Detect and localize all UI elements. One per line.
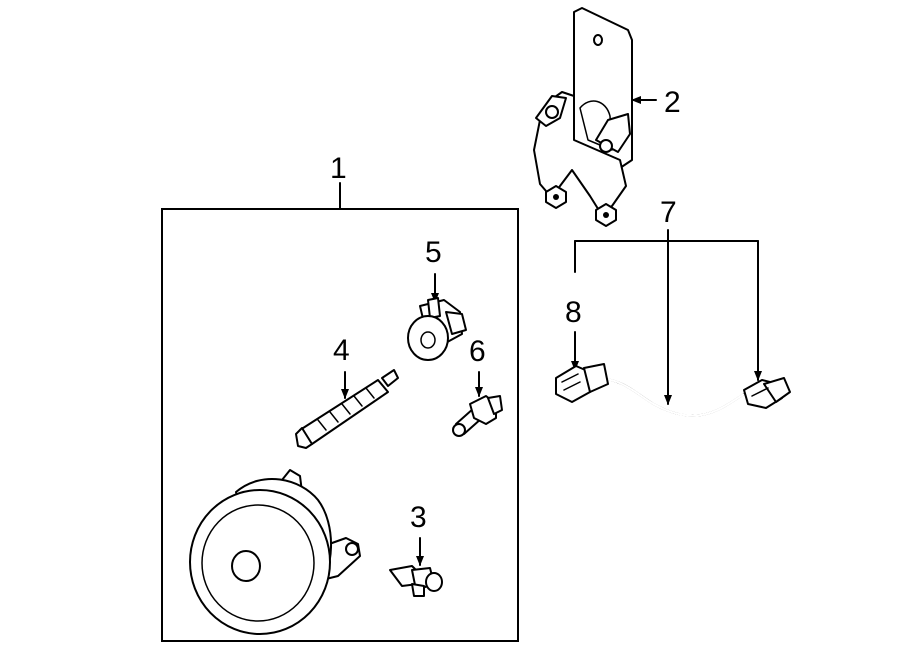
connector-right	[743, 377, 791, 409]
callout-5-label: 5	[425, 236, 442, 269]
push-clip: 3	[389, 501, 443, 597]
bulb: 6	[452, 335, 503, 437]
callout-6-label: 6	[469, 335, 486, 368]
bulb-socket: 5	[407, 236, 467, 361]
callout-3-label: 3	[410, 501, 427, 534]
fog-lamp-housing	[189, 469, 361, 635]
callout-4-label: 4	[333, 334, 350, 367]
mounting-bracket: 2	[533, 7, 681, 227]
fog-lamp-assembly-group: 1	[161, 152, 519, 642]
connector-left	[555, 363, 609, 403]
callout-2-label: 2	[664, 86, 681, 119]
callout-8-label: 8	[565, 296, 582, 329]
callout-7-label: 7	[660, 196, 677, 229]
wiring-harness: 7 8	[555, 196, 791, 417]
callout-1-label: 1	[330, 152, 347, 185]
adjusting-screw: 4	[295, 334, 399, 449]
